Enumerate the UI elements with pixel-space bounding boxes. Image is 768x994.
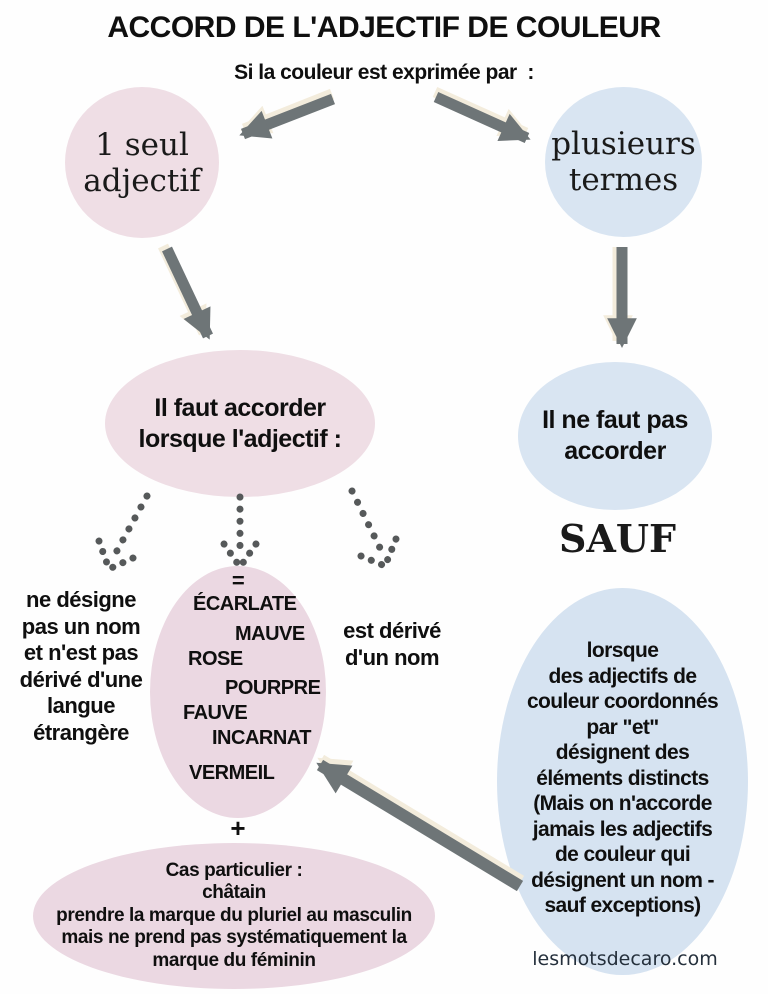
special-case-label: Cas particulier : châtain prendre la mar… bbox=[56, 859, 412, 971]
node-must-not-agree-label: Il ne faut pas accorder bbox=[542, 406, 688, 465]
color-word-incarnat: INCARNAT bbox=[212, 727, 311, 749]
node-multiple-terms-label: plusieurs termes bbox=[551, 126, 696, 198]
equals-sign: = bbox=[231, 568, 245, 593]
node-single-adjective: 1 seul adjectif bbox=[65, 87, 219, 238]
page-title: ACCORD DE L'ADJECTIF DE COULEUR bbox=[107, 11, 661, 44]
color-word-rose: ROSE bbox=[188, 648, 243, 670]
exception-detail-label: lorsque des adjectifs de couleur coordon… bbox=[526, 639, 719, 918]
color-word-mauve: MAUVE bbox=[235, 623, 305, 645]
color-word-pourpre: POURPRE bbox=[225, 677, 321, 699]
dotted-arrow-right-icon bbox=[348, 487, 400, 570]
node-single-adjective-label: 1 seul adjectif bbox=[83, 126, 201, 199]
dotted-arrow-middle-icon bbox=[220, 493, 260, 571]
node-must-agree: Il faut accorder lorsque l'adjectif : bbox=[105, 350, 375, 497]
subtitle: Si la couleur est exprimée par : bbox=[234, 61, 534, 84]
node-multiple-terms: plusieurs termes bbox=[545, 87, 702, 237]
color-words-ellipse: = ÉCARLATE MAUVE ROSE POURPRE FAUVE INCA… bbox=[150, 566, 326, 818]
condition-not-a-noun: ne désigne pas un nom et n'est pas dériv… bbox=[19, 587, 143, 745]
node-must-not-agree: Il ne faut pas accorder bbox=[518, 362, 712, 510]
color-word-ecarlate: ÉCARLATE bbox=[193, 593, 297, 615]
arrow-split-left-icon bbox=[239, 88, 335, 140]
arrow-terms-to-rule-icon bbox=[603, 247, 637, 348]
watermark-text: lesmotsdecaro.com bbox=[532, 948, 718, 970]
sauf-label: SAUF bbox=[558, 516, 677, 561]
arrow-single-to-rule-icon bbox=[158, 243, 213, 340]
condition-derived-from-noun: est dérivé d'un nom bbox=[343, 618, 441, 670]
color-word-vermeil: VERMEIL bbox=[189, 762, 275, 784]
color-word-fauve: FAUVE bbox=[183, 702, 248, 724]
exception-ellipse: lorsque des adjectifs de couleur coordon… bbox=[497, 588, 748, 975]
dotted-arrow-left-icon bbox=[95, 492, 151, 573]
node-must-agree-label: Il faut accorder lorsque l'adjectif : bbox=[138, 393, 342, 453]
arrow-split-right-icon bbox=[432, 86, 531, 144]
special-case-ellipse: Cas particulier : châtain prendre la mar… bbox=[33, 843, 435, 989]
plus-sign: + bbox=[230, 813, 246, 843]
